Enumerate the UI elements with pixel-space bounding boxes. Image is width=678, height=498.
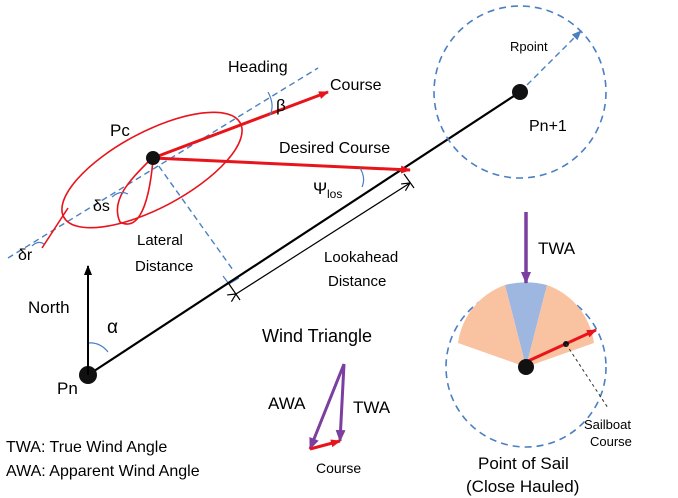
delta-s-label: δs: [93, 198, 110, 215]
sailboat-sail: [116, 159, 154, 225]
twa-triangle-label: TWA: [353, 398, 391, 417]
pn1-point: [512, 84, 528, 100]
lateral-distance-label-2: Distance: [135, 258, 193, 275]
psi-los-subscript: los: [327, 187, 342, 201]
rpoint-label: Rpoint: [510, 39, 548, 54]
sailboat-course-label-2: Course: [590, 434, 632, 449]
lookahead-arrow: [236, 183, 410, 294]
alpha-label: α: [107, 317, 118, 338]
awa-label: AWA: [268, 394, 306, 413]
desired-course-arrow: [152, 156, 411, 174]
beta-label: β: [276, 96, 286, 115]
lateral-distance-line: [152, 157, 234, 271]
heading-label: Heading: [228, 59, 288, 76]
psi-los-arc: [359, 167, 365, 188]
lookahead-tick-end: [403, 173, 415, 189]
pc-point: [146, 151, 160, 165]
pc-label: Pc: [110, 121, 130, 140]
sailboat-hull: [61, 111, 243, 229]
lookahead-distance-label-1: Lookahead: [324, 249, 398, 266]
heading-line: [7, 67, 319, 259]
wind-triangle-awa: [308, 363, 346, 450]
legend-awa: AWA: Apparent Wind Angle: [6, 463, 200, 480]
lookahead-tick-start: [228, 283, 241, 301]
waypoint-radius-circle: [433, 5, 607, 179]
course-label: Course: [330, 77, 382, 94]
sail-sector-right: [526, 285, 594, 367]
sailboat-course-arrow: [525, 328, 597, 364]
sailboat-course-label-1: Sailboat: [584, 417, 631, 432]
alpha-arc: [87, 342, 109, 353]
delta-r-arc: [31, 241, 45, 247]
no-go-sector-blue: [505, 282, 547, 367]
course-small-label: Course: [316, 460, 361, 476]
desired-course-label: Desired Course: [279, 140, 390, 157]
point-of-sail-label-2: (Close Hauled): [466, 477, 579, 496]
delta-s-arc: [111, 191, 129, 198]
pn-label: Pn: [57, 379, 78, 398]
wind-triangle-twa: [335, 363, 346, 442]
point-of-sail-boat: [518, 359, 534, 375]
sailboat-rudder: [41, 207, 69, 249]
delta-r-label: δr: [18, 247, 33, 264]
course-arrow: [152, 90, 329, 160]
lookahead-distance-label-2: Distance: [328, 273, 386, 290]
point-of-sail-label-1: Point of Sail: [478, 454, 569, 473]
twa-arrow-label: TWA: [538, 239, 576, 258]
wind-triangle-label: Wind Triangle: [262, 326, 372, 346]
psi-los-label: Ψ: [313, 179, 327, 198]
sail-sector-left: [458, 285, 526, 367]
north-label: North: [28, 298, 70, 317]
pn1-label: Pn+1: [529, 118, 567, 135]
sailboat-course-leader: [565, 343, 609, 409]
rpoint-line: [519, 30, 582, 93]
lateral-distance-label-1: Lateral: [137, 232, 183, 249]
beta-arc: [267, 91, 273, 116]
wind-triangle-course: [309, 439, 341, 451]
legend-twa: TWA: True Wind Angle: [6, 439, 167, 456]
